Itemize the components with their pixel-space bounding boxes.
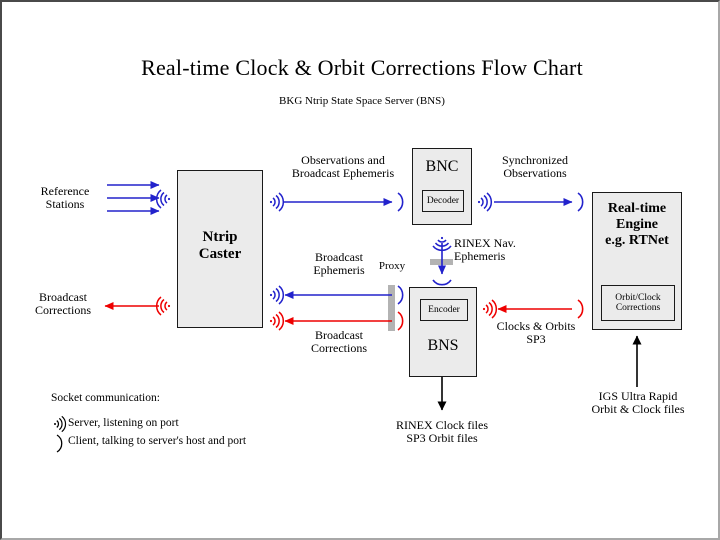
label-proxy: Proxy [378, 260, 406, 272]
label-igs-ultra-rapid: IGS Ultra Rapid Orbit & Clock files [591, 389, 685, 417]
node-bns[interactable]: Encoder BNS [409, 287, 477, 377]
legend-client-label: Client, talking to server's host and por… [68, 435, 247, 447]
client-paren-icon-rt-engine-in [577, 192, 584, 212]
client-paren-icon-bnc-in [397, 192, 404, 212]
page-title: Real-time Clock & Orbit Corrections Flow… [141, 55, 583, 80]
antenna-icon-caster-left-out [155, 296, 171, 316]
client-paren-icon-rt-engine-out [577, 299, 584, 319]
antenna-icon-caster-right-corr [269, 311, 285, 331]
label-observations-broadcast-ephemeris: Observations and Broadcast Ephemeris [291, 153, 395, 181]
antenna-icon-caster-right-eph [269, 285, 285, 305]
client-paren-icon-bns-eph [397, 285, 404, 305]
legend-heading: Socket communication: [51, 392, 160, 404]
antenna-icon-caster-right-obs [269, 192, 285, 212]
node-ntrip-caster[interactable]: Ntrip Caster [177, 170, 263, 328]
legend-client-paren-icon [56, 434, 63, 453]
node-rt-engine-orbit-clock-corrections[interactable]: Orbit/Clock Corrections [601, 285, 675, 321]
label-broadcast-corrections-left: Broadcast Corrections [35, 290, 91, 318]
client-paren-icon-bns-corr [397, 311, 404, 331]
label-broadcast-ephemeris-mid: Broadcast Ephemeris [313, 250, 365, 278]
legend-server-antenna-icon [54, 415, 67, 433]
antenna-icon-caster-left-in [155, 189, 171, 209]
label-synchronized-observations: Synchronized Observations [502, 153, 568, 181]
node-bnc-label: BNC [425, 158, 459, 175]
label-broadcast-corrections-mid: Broadcast Corrections [311, 328, 367, 356]
node-bns-label: BNS [427, 337, 459, 354]
node-bns-encoder[interactable]: Encoder [420, 299, 468, 321]
node-rt-engine-label: Real-time Engine e.g. RTNet [605, 201, 669, 249]
antenna-icon-bnc-right [477, 192, 493, 212]
page-subtitle: BKG Ntrip State Space Server (BNS) [279, 95, 445, 107]
node-rt-engine[interactable]: Real-time Engine e.g. RTNet Orbit/Clock … [592, 192, 682, 330]
label-reference-stations: Reference Stations [40, 184, 90, 212]
antenna-icon-bns-right [482, 299, 498, 319]
label-rinex-nav-ephemeris: RINEX Nav. Ephemeris [454, 236, 516, 264]
label-rinex-clock-sp3-files: RINEX Clock files SP3 Orbit files [396, 418, 488, 446]
client-paren-icon-bns-nav [432, 279, 452, 286]
node-bnc-decoder[interactable]: Decoder [422, 190, 464, 212]
node-ntrip-caster-label: Ntrip Caster [198, 229, 242, 263]
label-clocks-orbits-sp3: Clocks & Orbits SP3 [496, 319, 576, 347]
proxy-bar-vertical [388, 285, 395, 331]
node-bnc[interactable]: BNC Decoder [412, 148, 472, 225]
legend-server-label: Server, listening on port [68, 417, 179, 429]
